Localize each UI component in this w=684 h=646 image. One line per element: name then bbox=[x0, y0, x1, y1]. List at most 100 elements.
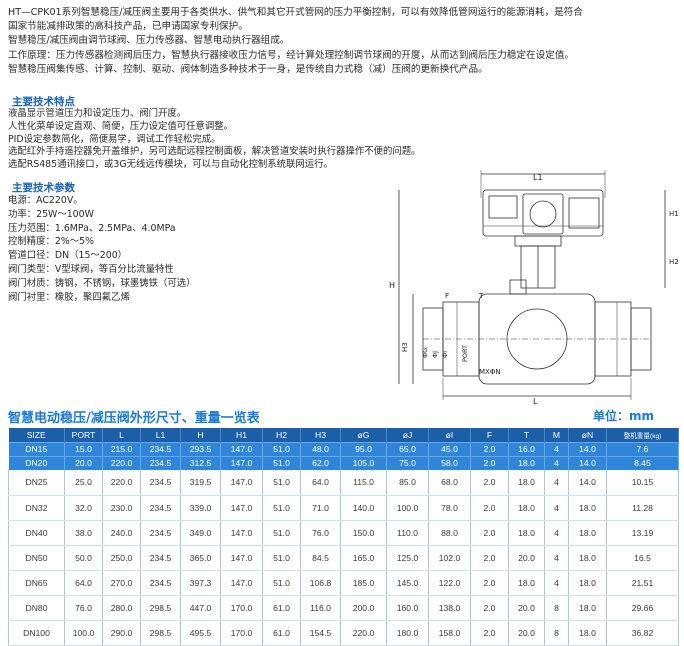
table-cell: 51.0 bbox=[262, 520, 301, 546]
table-cell: 147.0 bbox=[220, 570, 263, 596]
table-cell: 447.0 bbox=[180, 595, 221, 621]
table-cell: 2.0 bbox=[470, 545, 509, 571]
label-l1: L1 bbox=[533, 173, 543, 182]
label-t: T bbox=[478, 292, 484, 300]
table-cell: 21.51 bbox=[606, 570, 679, 596]
header-weight: 整机重量(kg) bbox=[606, 428, 679, 442]
table-cell: 95.0 bbox=[340, 441, 387, 456]
table-cell: 58.0 bbox=[428, 455, 471, 470]
table-cell: DN40 bbox=[8, 520, 65, 546]
table-cell: 220.0 bbox=[102, 470, 141, 496]
table-cell: 4 bbox=[544, 455, 569, 470]
table-cell: 4 bbox=[544, 441, 569, 456]
table-cell: 145.0 bbox=[386, 570, 429, 596]
table-cell: 29.66 bbox=[606, 595, 679, 621]
table-cell: 170.0 bbox=[220, 595, 263, 621]
table-cell: 2.0 bbox=[470, 470, 509, 496]
table-cell: 4 bbox=[544, 470, 569, 496]
table-cell: 71.0 bbox=[300, 495, 341, 521]
table-cell: 234.5 bbox=[140, 470, 181, 496]
dimension-table: SIZE PORT L L1 H H1 H2 H3 øG øJ øI F T M… bbox=[8, 428, 679, 646]
table-cell: 20.0 bbox=[508, 545, 545, 571]
table-cell: 84.5 bbox=[300, 545, 341, 571]
actuator-side-cover bbox=[568, 197, 600, 229]
param-line: 电源：AC220V。 bbox=[8, 195, 83, 206]
table-cell: 2.0 bbox=[470, 620, 509, 646]
table-cell: 18.0 bbox=[508, 455, 545, 470]
table-cell: 20.0 bbox=[64, 455, 103, 470]
table-cell: 312.5 bbox=[180, 455, 221, 470]
table-cell: DN25 bbox=[8, 470, 65, 496]
table-cell: DN32 bbox=[8, 495, 65, 521]
header-h2: H2 bbox=[262, 428, 301, 442]
table-cell: 270.0 bbox=[102, 570, 141, 596]
table-cell: 147.0 bbox=[220, 495, 263, 521]
table-cell: 160.0 bbox=[386, 595, 429, 621]
header-f: F bbox=[470, 428, 509, 442]
table-cell: 495.5 bbox=[180, 620, 221, 646]
param-line: 管道口径：DN（15～200） bbox=[8, 250, 128, 262]
table-cell: 234.5 bbox=[140, 495, 181, 521]
table-cell: 75.0 bbox=[386, 455, 429, 470]
header-og: øG bbox=[340, 428, 387, 442]
label-oj: ΦJ bbox=[431, 351, 439, 358]
feature-line: 人性化菜单设定直观、简便，压力设定值可任意调整。 bbox=[8, 120, 234, 132]
table-cell: 234.5 bbox=[140, 441, 181, 456]
table-cell: 298.5 bbox=[140, 595, 181, 621]
table-cell: 165.0 bbox=[340, 545, 387, 571]
table-cell: 76.0 bbox=[300, 520, 341, 546]
param-line: 阀门类型：V型球阀，等百分比流量特性 bbox=[8, 263, 174, 275]
table-cell: 147.0 bbox=[220, 470, 263, 496]
table-cell: 147.0 bbox=[220, 441, 263, 456]
table-cell: 100.0 bbox=[386, 495, 429, 521]
header-oi: øI bbox=[428, 428, 471, 442]
table-cell: 106.8 bbox=[300, 570, 341, 596]
mount-plate bbox=[514, 235, 562, 247]
label-port: PORT bbox=[461, 345, 469, 362]
table-cell: 234.5 bbox=[140, 570, 181, 596]
table-cell: 51.0 bbox=[262, 470, 301, 496]
table-cell: 18.0 bbox=[568, 570, 607, 596]
table-cell: 102.0 bbox=[428, 545, 471, 571]
table-cell: 65.0 bbox=[386, 441, 429, 456]
table-cell: 18.0 bbox=[568, 545, 607, 571]
table-cell: 85.0 bbox=[386, 470, 429, 496]
table-cell: 51.0 bbox=[262, 441, 301, 456]
table-cell: DN20 bbox=[8, 455, 65, 470]
table-cell: 61.0 bbox=[262, 620, 301, 646]
table-cell: 18.0 bbox=[508, 570, 545, 596]
table-cell: 122.0 bbox=[428, 570, 471, 596]
intro-line: 智慧稳压阀集传感、计算、控制、驱动、阀体制造多种技术于一身，是传统自力式稳（减）… bbox=[8, 63, 488, 75]
table-cell: 48.0 bbox=[300, 441, 341, 456]
table-cell: 2.0 bbox=[470, 520, 509, 546]
params-title: 主要技术参数 bbox=[12, 182, 75, 194]
intro-line: 工作原理：压力传感器检测阀后压力，智慧执行器接收压力信号，经计算处理控制调节球阀… bbox=[8, 49, 575, 61]
table-cell: 105.0 bbox=[340, 455, 387, 470]
table-cell: 116.0 bbox=[300, 595, 341, 621]
table-cell: 64.0 bbox=[64, 570, 103, 596]
table-cell: 125.0 bbox=[386, 545, 429, 571]
label-h3: H3 bbox=[401, 342, 409, 352]
header-h1: H1 bbox=[220, 428, 263, 442]
table-cell: DN50 bbox=[8, 545, 65, 571]
table-cell: 147.0 bbox=[220, 545, 263, 571]
table-cell: 220.0 bbox=[340, 620, 387, 646]
table-cell: 18.0 bbox=[508, 495, 545, 521]
param-line: 阀门衬里：橡胶，聚四氟乙烯 bbox=[8, 291, 130, 303]
table-cell: 50.0 bbox=[64, 545, 103, 571]
table-cell: 200.0 bbox=[340, 595, 387, 621]
intro-line: 智慧稳压/减压阀由调节球阀、压力传感器、智慧电动执行器组成。 bbox=[8, 35, 290, 47]
table-cell: 4 bbox=[544, 495, 569, 521]
table-cell: 147.0 bbox=[220, 520, 263, 546]
table-header-row: SIZE PORT L L1 H H1 H2 H3 øG øJ øI F T M… bbox=[8, 428, 679, 442]
header-l: L bbox=[102, 428, 141, 442]
header-t: T bbox=[508, 428, 545, 442]
table-cell: DN65 bbox=[8, 570, 65, 596]
features-title: 主要技术特点 bbox=[12, 96, 75, 108]
table-cell: 14.0 bbox=[568, 470, 607, 496]
